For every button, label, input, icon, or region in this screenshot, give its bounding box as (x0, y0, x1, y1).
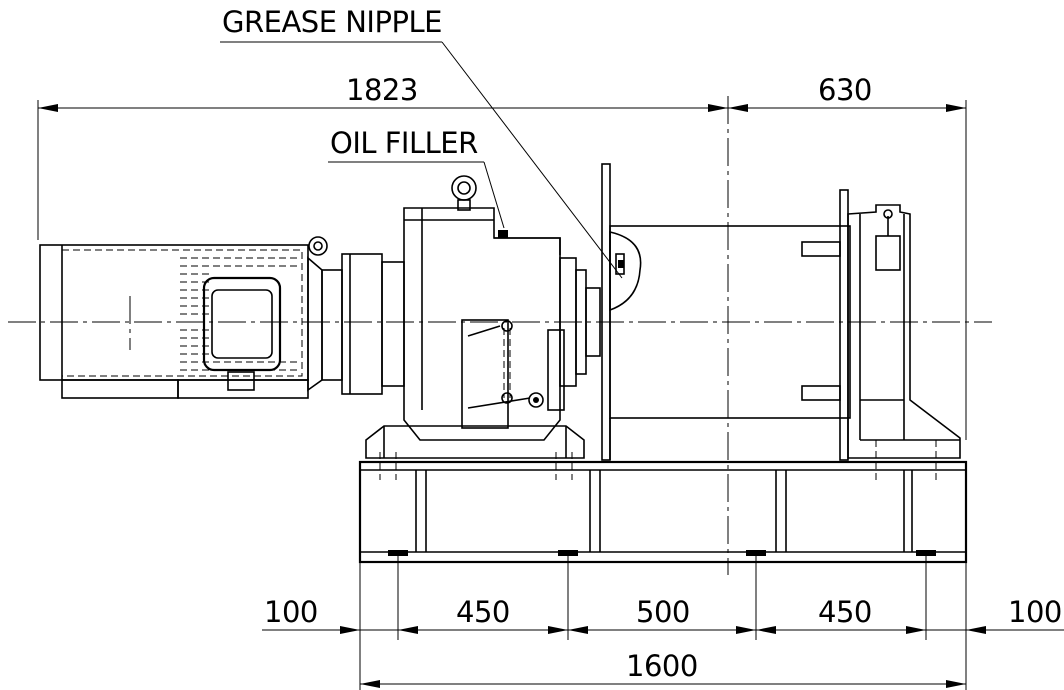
dim-overall-length: 1823 (346, 73, 418, 107)
gearbox (365, 175, 601, 459)
callouts: GREASE NIPPLE OIL FILLER (220, 5, 623, 279)
dim-spacing-3: 450 (818, 595, 872, 629)
label-grease-nipple: GREASE NIPPLE (222, 5, 442, 39)
bottom-dimensions: 100 450 500 450 100 1600 (262, 556, 1064, 690)
dim-base-length: 1600 (626, 649, 698, 683)
motor-fins (180, 257, 300, 371)
center-lines (8, 96, 992, 575)
dim-drum-offset: 630 (818, 73, 872, 107)
outboard-bearing (847, 204, 961, 480)
dim-end-offset-right: 100 (1008, 595, 1062, 629)
dim-spacing-2: 500 (636, 595, 690, 629)
top-dimensions: 1823 630 (37, 73, 967, 440)
dim-end-offset-left: 100 (264, 595, 318, 629)
base-frame (358, 452, 968, 564)
label-oil-filler: OIL FILLER (330, 126, 478, 160)
coupling (307, 253, 405, 395)
motor (39, 236, 328, 399)
dim-spacing-1: 450 (456, 595, 510, 629)
drum (601, 163, 851, 461)
